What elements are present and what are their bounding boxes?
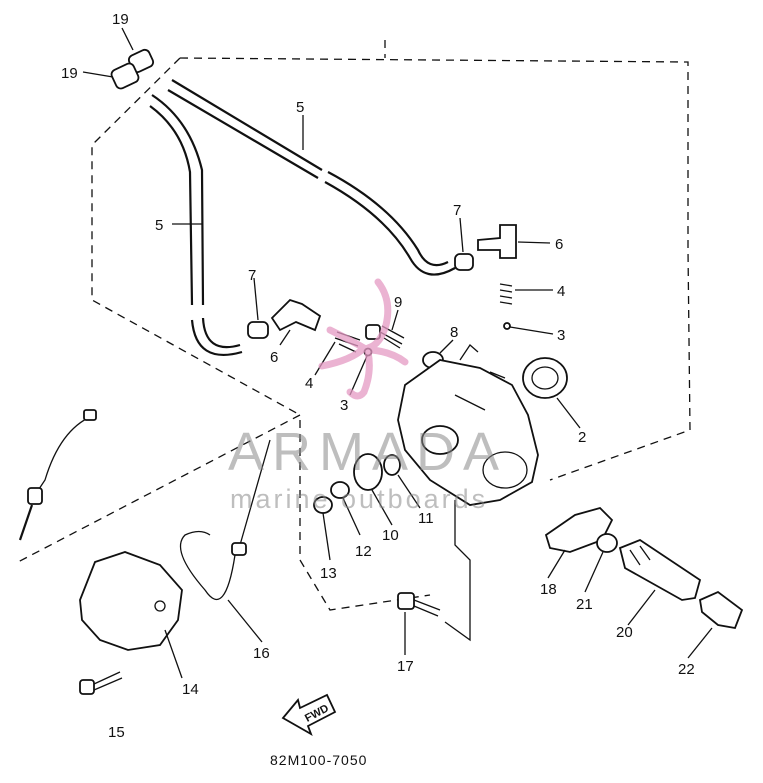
nut-12 [330, 481, 350, 499]
callout-19-left: 19 [61, 65, 78, 82]
callout-5-left: 5 [155, 217, 163, 234]
watermark-tagline: marine outboards [230, 484, 488, 514]
callout-numbers: 19 19 5 5 7 6 4 7 9 8 3 6 4 3 2 10 11 12… [61, 11, 695, 741]
callout-21: 21 [576, 596, 593, 613]
callout-6-left: 6 [270, 349, 278, 366]
oil-seal-2 [522, 357, 568, 399]
callout-3-right: 3 [557, 327, 565, 344]
callout-4-left: 4 [305, 375, 313, 392]
clamp-7-left [247, 321, 269, 339]
callout-2: 2 [578, 429, 586, 446]
bolt-17 [397, 592, 441, 617]
washer-11 [383, 454, 401, 476]
callout-7-right: 7 [453, 202, 461, 219]
cover-14 [79, 551, 183, 651]
callout-15: 15 [108, 724, 125, 741]
drive-gear-10 [353, 453, 383, 491]
diagram-code: 82M100-7050 [270, 752, 367, 768]
callout-13: 13 [320, 565, 337, 582]
bolt-15 [79, 671, 123, 695]
drive-shaft-20 [618, 538, 702, 601]
spring-4-right [499, 283, 513, 305]
callout-20: 20 [616, 624, 633, 641]
hose-5-upper [167, 79, 456, 276]
o-ring-21 [596, 533, 618, 553]
callout-5-top: 5 [296, 99, 304, 116]
callout-17: 17 [397, 658, 414, 675]
callout-3-left: 3 [340, 397, 348, 414]
callout-10: 10 [382, 527, 399, 544]
sensor-wire [18, 409, 97, 541]
gasket-18 [544, 506, 614, 553]
callout-6-right: 6 [555, 236, 563, 253]
elbow-fitting-6-right [477, 224, 517, 259]
callout-12: 12 [355, 543, 372, 560]
callout-19-top: 19 [112, 11, 129, 28]
callout-22: 22 [678, 661, 695, 678]
callout-7-left: 7 [248, 267, 256, 284]
watermark-logo [318, 278, 409, 400]
sleeve-19-lower [110, 62, 140, 90]
bushing-22 [698, 590, 744, 630]
leader-lines [82, 27, 713, 679]
callout-8: 8 [450, 324, 458, 341]
oil-pump-body [397, 344, 539, 506]
callout-11: 11 [418, 510, 434, 527]
callout-9: 9 [394, 294, 402, 311]
callout-16: 16 [253, 645, 270, 662]
callout-14: 14 [182, 681, 199, 698]
bracket-line [444, 500, 471, 642]
fwd-arrow-icon: FWD [281, 693, 337, 737]
cable-16 [179, 439, 271, 601]
callout-4-right: 4 [557, 283, 565, 300]
clamp-7-right [454, 253, 474, 271]
elbow-fitting-6-left [270, 298, 322, 332]
assembly-outline [17, 40, 691, 611]
hose-5-left [149, 94, 243, 356]
check-ball-3-right [503, 322, 511, 330]
watermark-brand: ARMADA [228, 422, 507, 482]
callout-18: 18 [540, 581, 557, 598]
